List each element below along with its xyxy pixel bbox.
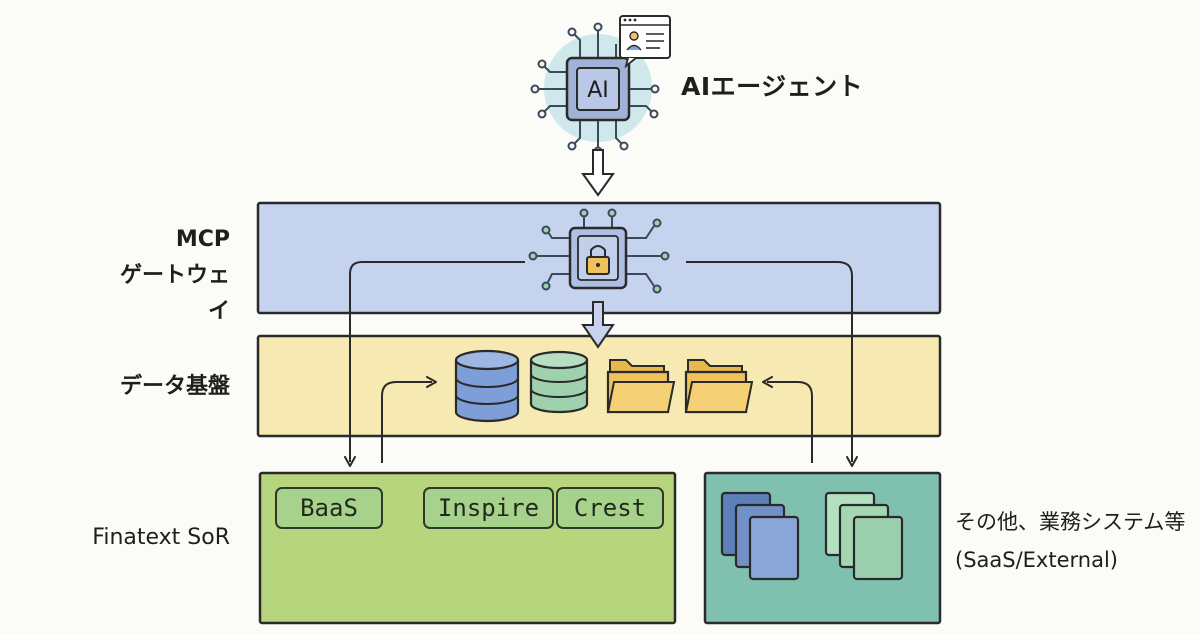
sor-to-data-arrow <box>381 376 437 463</box>
data-platform-band <box>256 334 942 438</box>
database-icon <box>529 350 589 414</box>
document-stack-icon <box>824 491 904 581</box>
sor-label: Finatext SoR <box>92 525 230 550</box>
document-stack-icon <box>720 491 800 581</box>
mcp-gateway-label: MCP ゲートウェイ <box>100 222 230 330</box>
other-systems-label: その他、業務システム等 (SaaS/External) <box>955 503 1185 579</box>
other-systems-label-line2: (SaaS/External) <box>955 548 1118 572</box>
folder-icon <box>606 359 676 414</box>
gateway-to-sor-arrow <box>344 261 525 467</box>
mcp-gateway-label-line2: ゲートウェイ <box>119 263 230 324</box>
ai-chip-icon: AI <box>530 22 660 156</box>
gateway-to-other-arrow <box>686 261 858 467</box>
gateway-to-data-arrow <box>581 301 615 349</box>
database-icon <box>454 349 520 423</box>
system-chip-baas: BaaS <box>275 487 383 529</box>
ai-agent-label: AIエージェント <box>681 72 864 101</box>
agent-to-gateway-arrow <box>581 149 615 197</box>
mcp-gateway-label-line1: MCP <box>175 227 230 252</box>
lock-chip-icon <box>528 208 670 294</box>
other-to-data-arrow <box>762 376 813 463</box>
system-chip-inspire: Inspire <box>423 487 554 529</box>
system-chip-crest: Crest <box>556 487 664 529</box>
data-platform-label: データ基盤 <box>119 374 230 399</box>
other-systems-label-line1: その他、業務システム等 <box>955 510 1186 534</box>
ai-chip-text: AI <box>587 78 609 103</box>
profile-card-icon <box>619 15 671 69</box>
folder-icon <box>684 359 754 414</box>
